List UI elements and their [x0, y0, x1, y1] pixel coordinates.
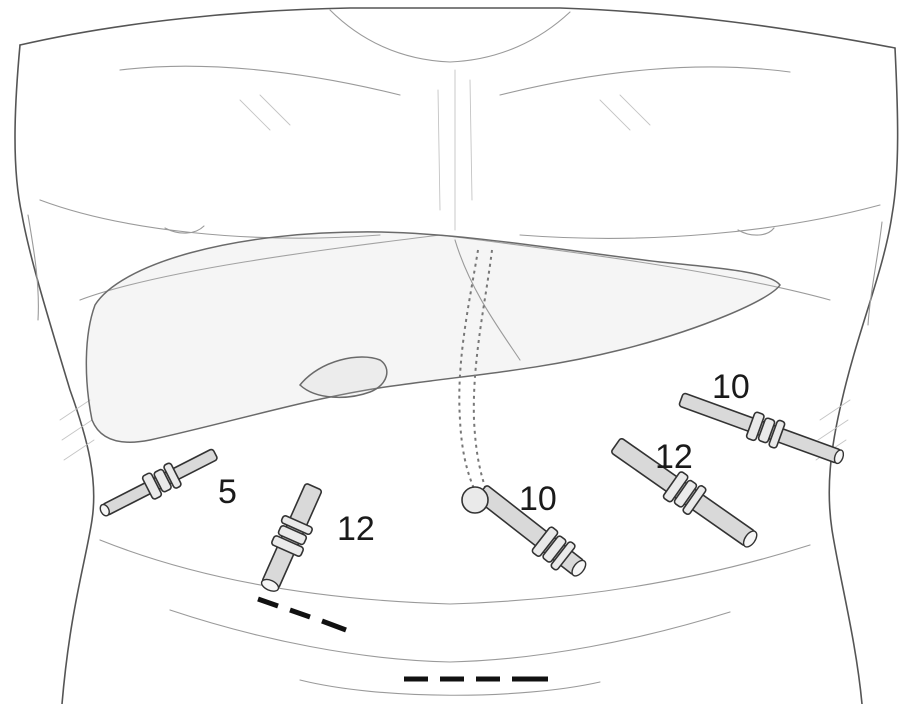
liver-outline: [86, 232, 780, 442]
trocar-port-10-left: [676, 386, 847, 471]
trocar-port-5: [95, 442, 221, 523]
port-label-10-umbilical: 10: [519, 480, 557, 518]
port-label-10-left: 10: [712, 368, 750, 406]
trocar-port-12-right: [253, 480, 328, 596]
umbilical-entry: [462, 487, 488, 513]
port-label-12-right: 12: [337, 510, 375, 548]
port-label-5: 5: [218, 473, 237, 511]
incision-right-lower: [258, 599, 346, 630]
port-label-12-left: 12: [655, 438, 693, 476]
